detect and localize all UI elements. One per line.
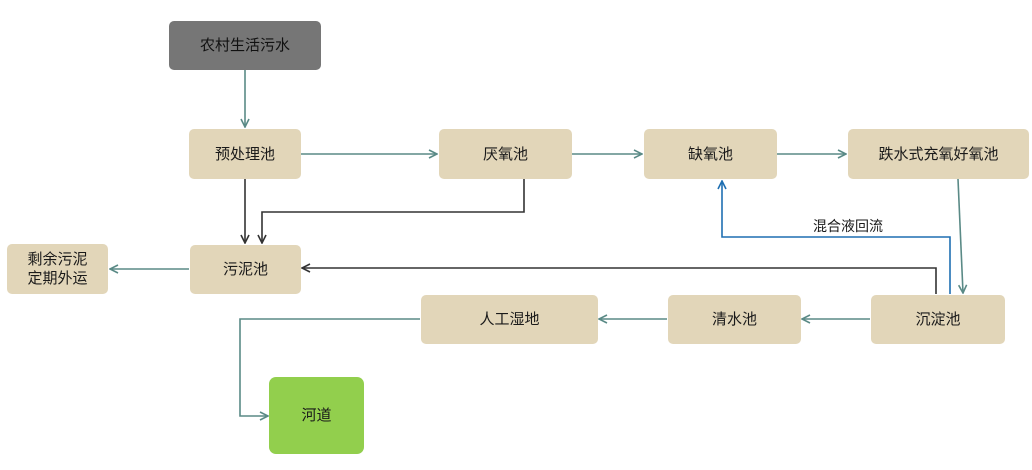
node-anaerobic-tank: 厌氧池 <box>439 129 572 179</box>
node-anoxic-tank: 缺氧池 <box>644 129 777 179</box>
arrow-anaerobic-to-sludge <box>262 179 525 243</box>
node-aerobic-tank: 跌水式充氧好氧池 <box>848 129 1029 179</box>
node-pretreatment-tank: 预处理池 <box>189 129 301 179</box>
node-rural-sewage: 农村生活污水 <box>169 21 321 70</box>
arrow-wetland-to-river <box>239 318 420 416</box>
node-river: 河道 <box>269 377 364 454</box>
node-artificial-wetland: 人工湿地 <box>421 295 598 344</box>
node-sedimentation-tank: 沉淀池 <box>871 295 1005 344</box>
sludge-export-line2: 定期外运 <box>27 269 88 287</box>
sludge-export-line1: 剩余污泥 <box>27 250 88 269</box>
node-clear-water-tank: 清水池 <box>668 295 801 344</box>
arrow-mixed-liquor-return <box>722 181 951 294</box>
label-mixed-liquor-return: 混合液回流 <box>813 219 883 235</box>
node-sludge-tank: 污泥池 <box>190 245 301 294</box>
node-sludge-export: 剩余污泥 定期外运 <box>7 244 108 294</box>
arrow-aerobic-to-sedimentation <box>957 178 963 293</box>
arrow-sedimentation-to-sludge <box>302 268 937 294</box>
